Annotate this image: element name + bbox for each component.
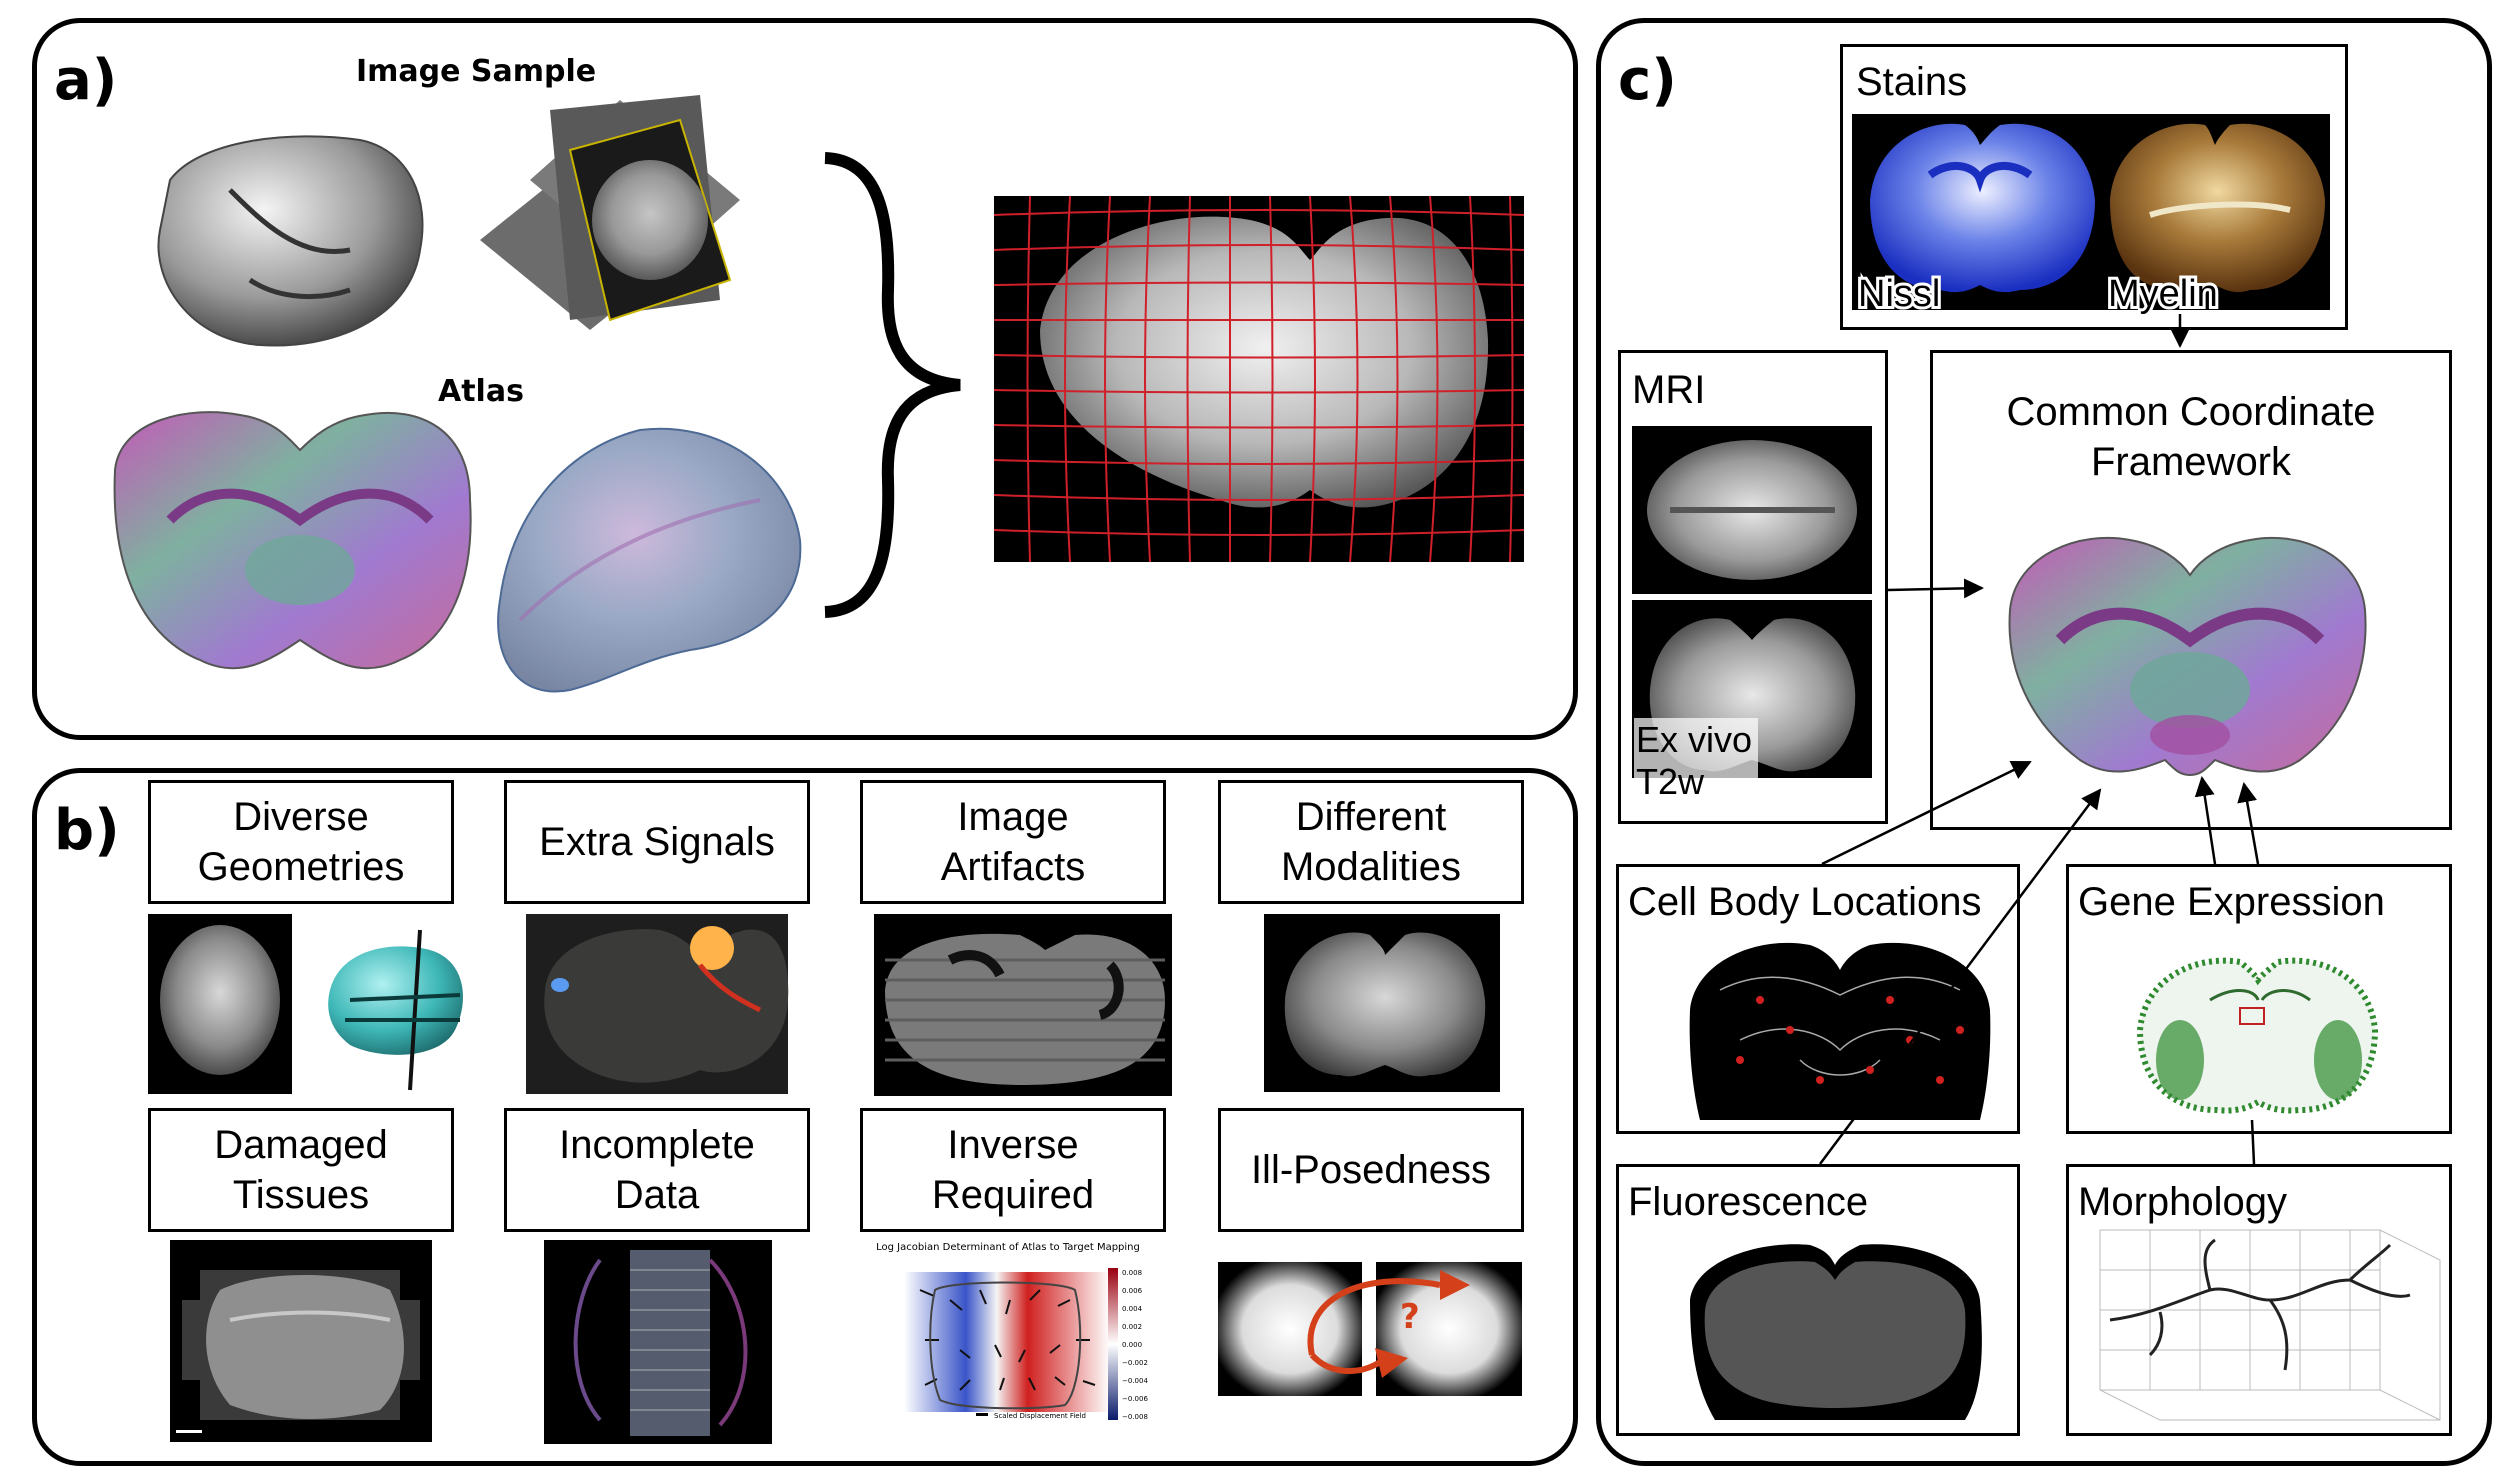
- arrow-mri-to-ccf: [1887, 578, 1984, 599]
- svg-text:−0.002: −0.002: [1122, 1359, 1148, 1367]
- jacobian-title: Log Jacobian Determinant of Atlas to Tar…: [876, 1242, 1140, 1253]
- challenge-extra-signals: Extra Signals: [504, 780, 810, 904]
- svg-text:0.008: 0.008: [1122, 1269, 1142, 1277]
- challenge-diverse-geometries: Diverse Geometries: [148, 780, 454, 904]
- morphology-image: [2099, 1229, 2441, 1421]
- panel-b-label: b): [54, 798, 120, 863]
- svg-text:0.002: 0.002: [1122, 1323, 1142, 1331]
- exvivo-label-2: T2w: [1636, 761, 1705, 802]
- svg-text:0.000: 0.000: [1122, 1341, 1142, 1349]
- nissl-label: Nissl: [1858, 273, 1940, 315]
- challenge-incomplete-data: Incomplete Data: [504, 1108, 810, 1232]
- ill-posed-left: [1218, 1262, 1362, 1396]
- gene-expression-title: Gene Expression: [2078, 880, 2385, 924]
- arrow-morphology-up: [2250, 1119, 2256, 1165]
- challenge-damaged-tissues: Damaged Tissues: [148, 1108, 454, 1232]
- panel-c-label: c): [1618, 48, 1677, 113]
- cell-body-image: [1689, 942, 1991, 1120]
- svg-text:0.006: 0.006: [1122, 1287, 1143, 1295]
- brace: [824, 152, 961, 618]
- panel-a-label: a): [54, 48, 118, 113]
- jacobian-colorbar: [1108, 1268, 1118, 1420]
- myelin-label: Myelin: [2108, 273, 2218, 315]
- svg-text:−0.004: −0.004: [1122, 1377, 1148, 1385]
- atlas-title: Atlas: [438, 374, 524, 409]
- svg-text:−0.006: −0.006: [1122, 1395, 1148, 1403]
- stains-title: Stains: [1856, 60, 1968, 104]
- challenge-ill-posedness: Ill-Posedness: [1218, 1108, 1524, 1232]
- svg-text:−0.008: −0.008: [1122, 1413, 1148, 1421]
- arrow-cellbody-to-ccf: [1821, 760, 2032, 866]
- colorbar-ticks: 0.008 0.006 0.004 0.002 0.000 −0.002 −0.…: [1122, 1269, 1148, 1421]
- atlas-3d-volume: [497, 427, 802, 693]
- ccf-title: Common Coordinate Framework: [2006, 390, 2376, 484]
- arrow-gene-to-ccf-2: [2237, 782, 2260, 865]
- challenge-different-modalities: Different Modalities: [1218, 780, 1524, 904]
- fluorescence-title: Fluorescence: [1628, 1180, 1869, 1224]
- image-sample-title: Image Sample: [356, 54, 597, 89]
- svg-text:0.004: 0.004: [1122, 1305, 1143, 1313]
- exvivo-label-1: Ex vivo: [1636, 719, 1752, 760]
- morphology-title: Morphology: [2078, 1180, 2288, 1224]
- quiver-legend: Scaled Displacement Field: [994, 1412, 1086, 1420]
- arrow-gene-to-ccf-1: [2194, 776, 2217, 865]
- challenge-image-artifacts: Image Artifacts: [860, 780, 1166, 904]
- mri-title: MRI: [1632, 368, 1706, 412]
- arrow-fluorescence-to-ccf: [1818, 788, 2102, 1165]
- challenge-inverse-required: Inverse Required: [860, 1108, 1166, 1232]
- cell-body-title: Cell Body Locations: [1628, 880, 1982, 924]
- question-mark: ?: [1400, 1297, 1420, 1337]
- diverse-teal-3d: [328, 946, 463, 1055]
